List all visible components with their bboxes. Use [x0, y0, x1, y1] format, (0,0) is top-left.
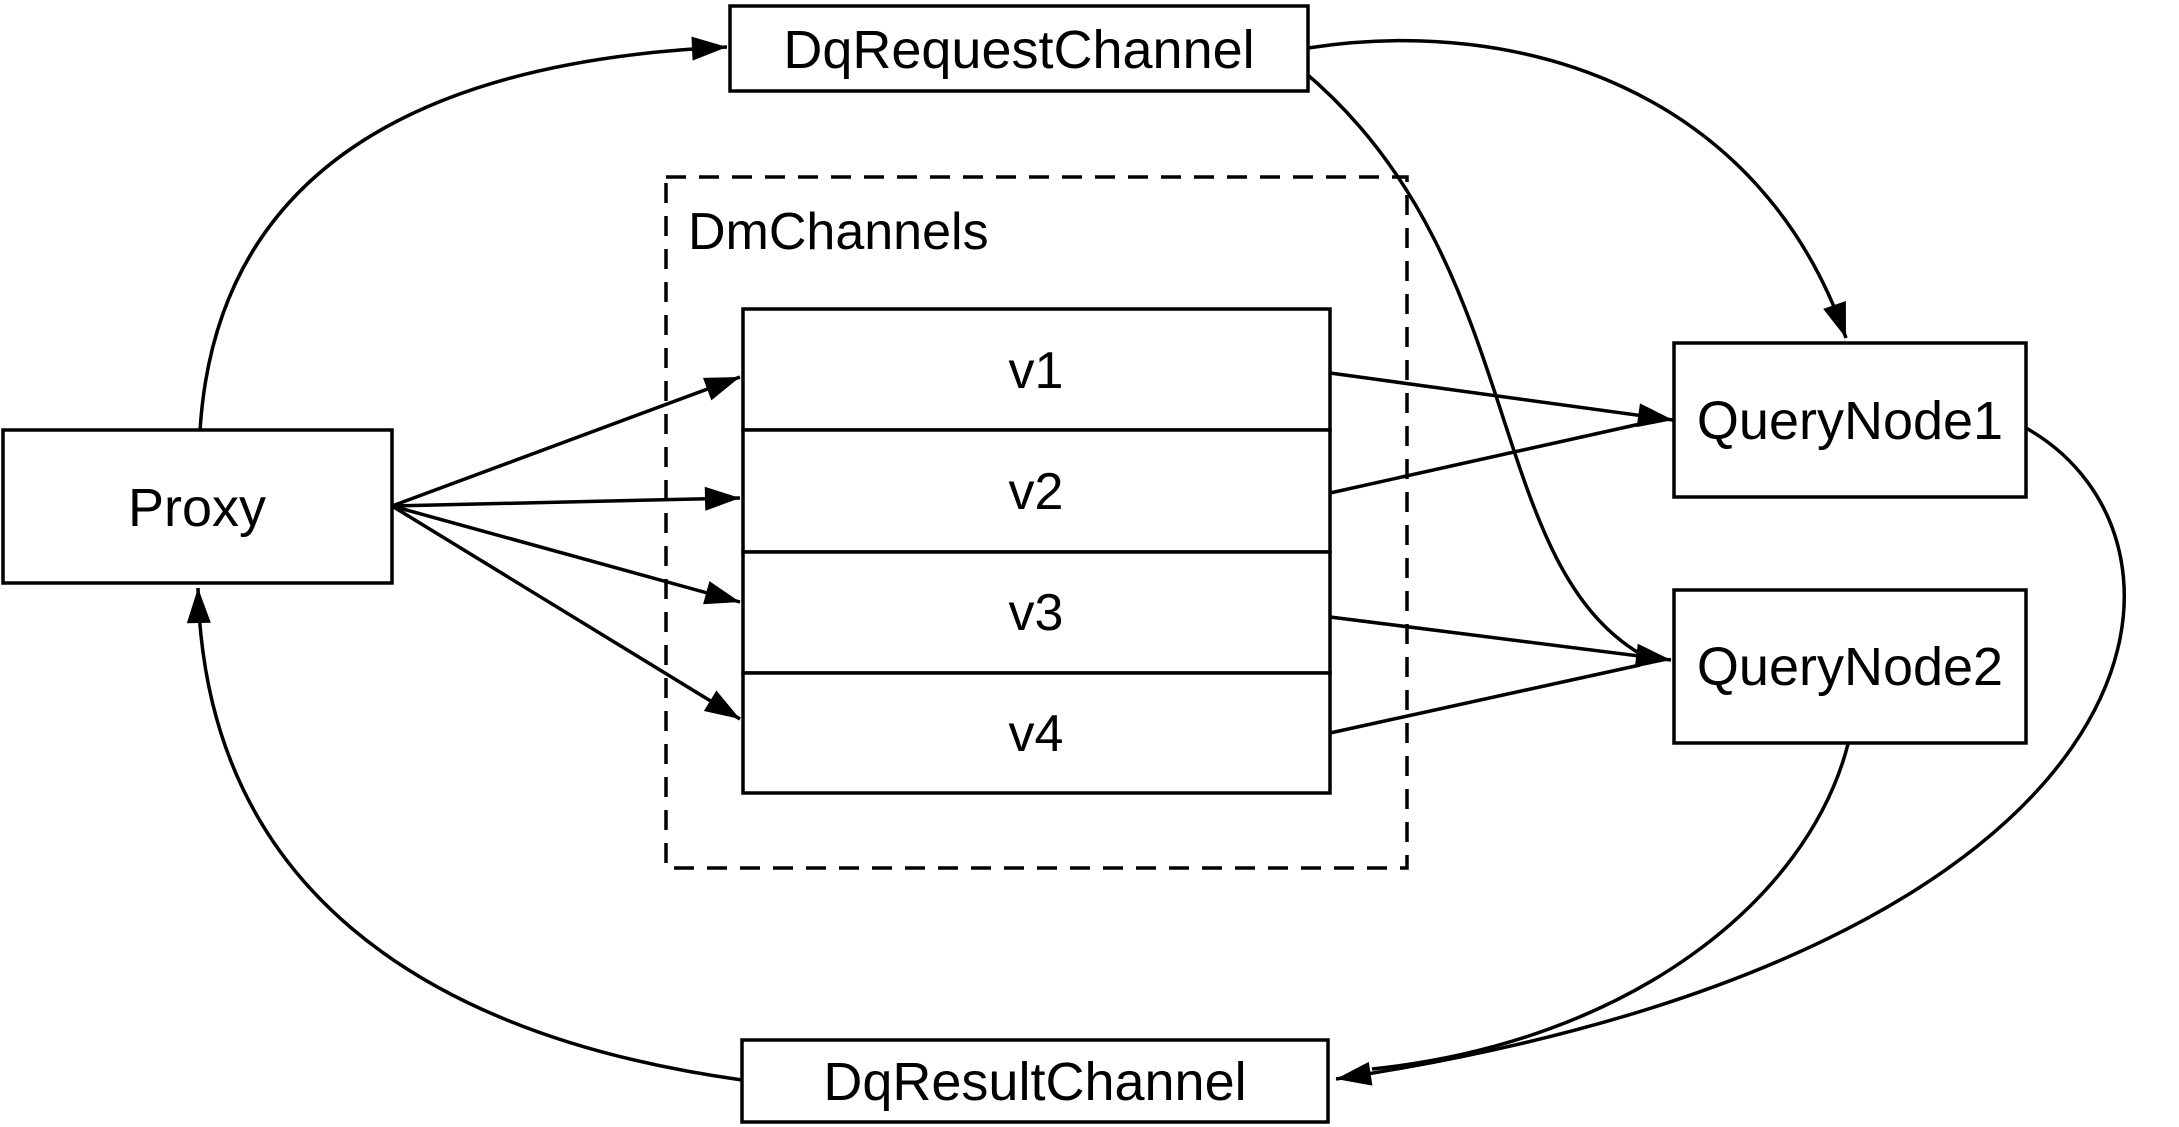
edge-v1-to-query-node-1 — [1329, 371, 1674, 428]
proxy-node — [1, 428, 394, 585]
dm-channels-group-box — [664, 175, 1409, 870]
v3-channel-row-label: v3 — [1009, 584, 1064, 642]
edge-proxy-to-v3 — [391, 504, 741, 605]
dm-channels-group-label: DmChannels — [688, 203, 989, 261]
query-node-2-node — [1672, 588, 2028, 745]
dq-result-channel-node-label: DqResultChannel — [823, 1052, 1246, 1112]
v1-channel-row-label: v1 — [1009, 342, 1064, 400]
v2-channel-row-label: v2 — [1009, 463, 1064, 521]
proxy-node-label: Proxy — [128, 478, 266, 538]
dq-request-channel-node-label: DqRequestChannel — [783, 20, 1254, 80]
edge-proxy-to-dq-request-channel — [198, 36, 728, 432]
query-node-2-node-label: QueryNode2 — [1697, 637, 2003, 697]
edge-dq-result-channel-to-proxy — [186, 587, 743, 1082]
edge-proxy-to-v2 — [391, 486, 741, 511]
v4-channel-row — [741, 671, 1332, 795]
query-node-1-node — [1672, 341, 2028, 499]
edge-v4-to-query-node-2 — [1329, 663, 1641, 735]
dq-result-channel-node — [740, 1038, 1330, 1124]
edge-query-node-2-to-dq-result-channel — [1371, 743, 1850, 1071]
query-node-1-node-label: QueryNode1 — [1697, 391, 2003, 451]
v2-channel-row — [741, 428, 1332, 554]
edge-query-node-1-to-dq-result-channel — [1335, 426, 2126, 1086]
node-layer: DmChannels Proxy DqRequestChannel v1 v2 … — [1, 4, 2028, 1124]
edge-layer — [186, 36, 2126, 1086]
edge-dq-request-channel-to-query-node-2 — [1300, 68, 1643, 657]
v4-channel-row-label: v4 — [1009, 705, 1064, 763]
dq-request-channel-node — [728, 4, 1310, 93]
v1-channel-row — [741, 307, 1332, 432]
edge-proxy-to-v4 — [391, 504, 741, 721]
v3-channel-row — [741, 550, 1332, 675]
edge-dq-request-channel-to-query-node-1 — [1307, 38, 1848, 339]
edge-proxy-to-v1 — [391, 375, 741, 508]
edge-v2-to-query-node-1 — [1329, 422, 1641, 495]
edge-v3-to-query-node-2 — [1329, 615, 1672, 668]
